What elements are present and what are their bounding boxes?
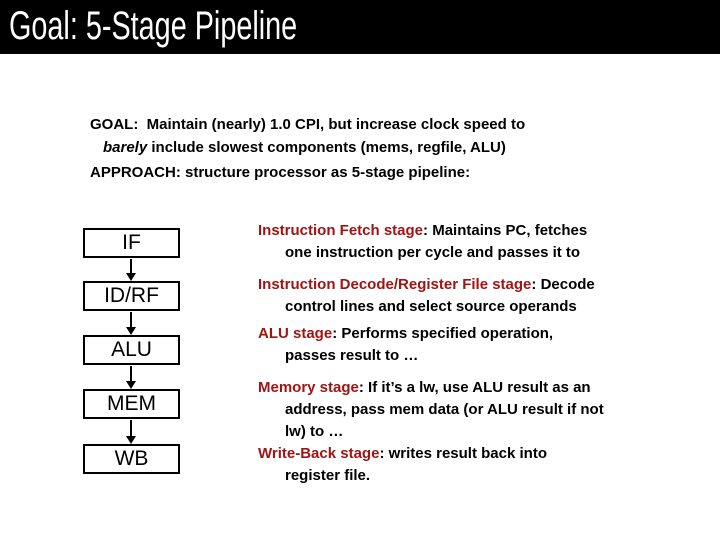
stage-label: Memory stage: [258, 379, 359, 396]
arrow-head-icon: [126, 436, 136, 444]
arrow-head-icon: [126, 273, 136, 281]
stage-line: Instruction Fetch stage: Maintains PC, f…: [258, 220, 587, 242]
pipeline-box-alu: ALU: [83, 335, 180, 365]
stage-line: Write-Back stage: writes result back int…: [258, 443, 547, 465]
goal-line-2-rest: include slowest components (mems, regfil…: [147, 139, 506, 156]
stage-item-alu: ALU stage: Performs specified operation,…: [258, 323, 553, 367]
stage-text: : Performs specified operation,: [332, 325, 554, 342]
stage-item-fetch: Instruction Fetch stage: Maintains PC, f…: [258, 220, 587, 264]
stage-line: Memory stage: If it’s a lw, use ALU resu…: [258, 377, 604, 399]
pipeline-box-mem: MEM: [83, 389, 180, 419]
stage-line: register file.: [285, 467, 371, 484]
stage-label: ALU stage: [258, 325, 333, 342]
pipeline-box-idrf: ID/RF: [83, 281, 180, 311]
stage-line: passes result to …: [285, 347, 419, 364]
stage-item-memory: Memory stage: If it’s a lw, use ALU resu…: [258, 377, 604, 443]
goal-paragraph: GOAL: Maintain (nearly) 1.0 CPI, but inc…: [90, 113, 525, 159]
flow-arrow-mem-wb: [126, 420, 136, 444]
stage-label: Instruction Fetch stage: [258, 222, 424, 239]
stage-line: address, pass mem data (or ALU result if…: [285, 401, 604, 418]
arrow-head-icon: [126, 327, 136, 335]
stage-item-writeback: Write-Back stage: writes result back int…: [258, 443, 547, 487]
stage-text: : If it’s a lw, use ALU result as an: [358, 379, 591, 396]
stage-item-decode: Instruction Decode/Register File stage: …: [258, 274, 595, 318]
stage-line: ALU stage: Performs specified operation,: [258, 323, 553, 345]
flow-arrow-if-idrf: [126, 259, 136, 281]
flow-arrow-alu-mem: [126, 366, 136, 389]
goal-line-2: barely include slowest components (mems,…: [90, 136, 525, 159]
stage-text: : Maintains PC, fetches: [423, 222, 588, 239]
pipeline-box-wb: WB: [83, 444, 180, 474]
title-bar: Goal: 5-Stage Pipeline: [0, 0, 720, 54]
stage-text: : Decode: [531, 276, 595, 293]
stage-line: one instruction per cycle and passes it …: [285, 244, 581, 261]
pipeline-box-if: IF: [83, 228, 180, 258]
stage-label: Write-Back stage: [258, 445, 380, 462]
stage-line: Instruction Decode/Register File stage: …: [258, 274, 595, 296]
goal-italic-word: barely: [103, 139, 148, 156]
stage-line: control lines and select source operands: [285, 298, 577, 315]
stage-line: lw) to …: [285, 423, 344, 440]
flow-arrow-idrf-alu: [126, 312, 136, 335]
stage-text: : writes result back into: [379, 445, 547, 462]
stage-label: Instruction Decode/Register File stage: [258, 276, 532, 293]
slide-title: Goal: 5-Stage Pipeline: [9, 4, 298, 48]
arrow-head-icon: [126, 381, 136, 389]
goal-line-1: GOAL: Maintain (nearly) 1.0 CPI, but inc…: [90, 116, 526, 133]
approach-line: APPROACH: structure processor as 5-stage…: [90, 164, 471, 181]
